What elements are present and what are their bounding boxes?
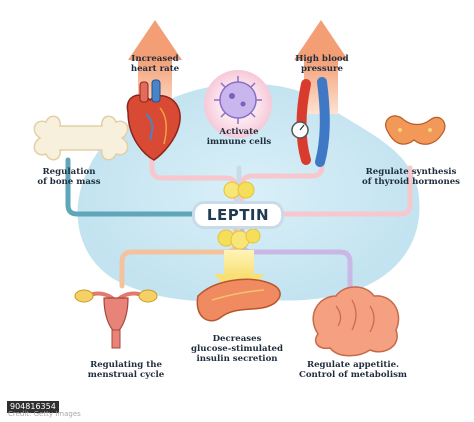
heart-icon [126,79,181,161]
leptin-hub: LEPTIN [192,201,284,229]
label-menstrual-cycle: Regulating the menstrual cycle [87,360,165,380]
blood-vessel-icon [291,77,330,167]
line-pressure [239,115,325,203]
label-heart-rate: Increased heart rate [130,54,180,74]
uterus-icon [74,289,158,349]
line-bone [65,157,199,217]
label-blood-pressure: High blood pressure [295,54,349,74]
bone-icon [33,115,129,161]
thyroid-icon [385,115,446,145]
label-thyroid: Regulate synthesis of thyroid hormones [361,167,461,187]
image-credit: Credit: Getty Images [8,410,81,418]
immune-cell-icon [204,70,272,138]
label-metabolism: Regulate appetitie. Control of metabolis… [298,360,408,380]
label-bone-mass: Regulation of bone mass [37,167,101,187]
pancreas-icon [196,278,281,322]
label-immune-cells: Activate immune cells [206,127,272,147]
label-insulin: Decreases glucose-stimulated insulin sec… [190,334,284,364]
fat-cells-icon [217,181,261,250]
footer-bar [0,392,474,422]
brain-icon [312,286,400,357]
image-id-badge: 904816354 [7,401,59,413]
line-thyroid [281,165,413,217]
